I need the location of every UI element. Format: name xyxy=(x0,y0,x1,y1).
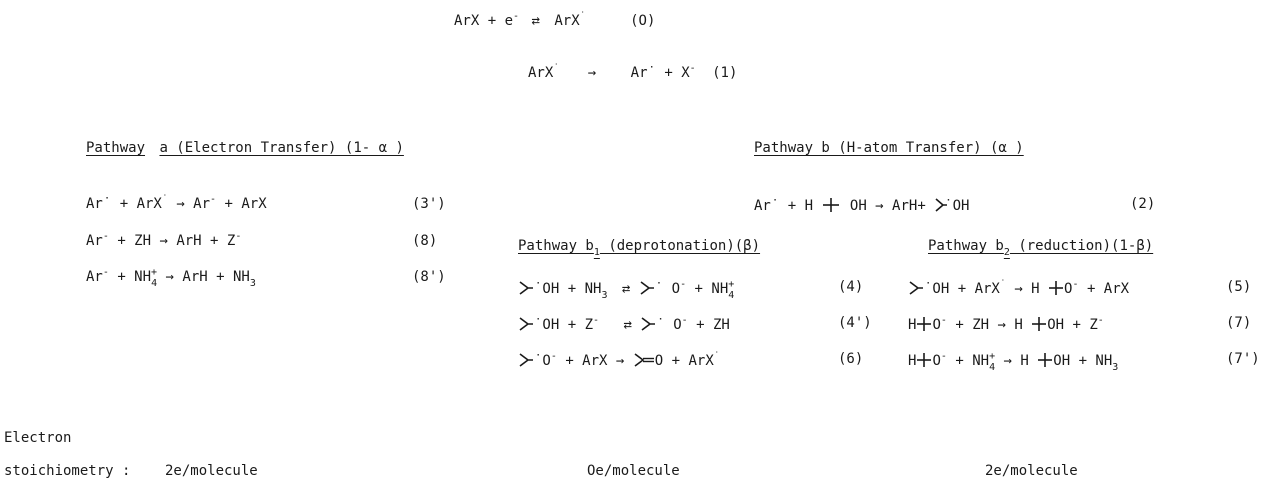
stoichiometry-label-line1: Electron xyxy=(4,430,72,446)
stoichiometry-pathway-a: 2e/molecule xyxy=(165,463,258,479)
stoichiometry-label-line2: stoichiometry : xyxy=(4,463,131,479)
equation-number: (8') xyxy=(412,269,446,285)
equation-number: (3') xyxy=(412,196,446,212)
pathway-b-heading: Pathway b (H-atom Transfer) (α ) xyxy=(754,140,1024,156)
equation-3-prime: Ar˙ + ArX˙ → Ar- + ArX (3') xyxy=(86,193,446,212)
equation-number: (4') xyxy=(838,315,872,331)
equation-number: (5) xyxy=(1226,279,1252,295)
pathway-b1-heading: Pathway b1 (deprotonation)(β) xyxy=(518,238,761,258)
equation-number: (7') xyxy=(1226,351,1260,367)
equation-number: (O) xyxy=(630,13,656,29)
equation-6: ˙O- + ArX → O + ArX˙ (6) xyxy=(518,351,863,368)
equation-4: ˙OH + NH3 ⇄ ˙ O- + NH4+ (4) xyxy=(518,279,863,300)
equation-number: (8) xyxy=(412,233,438,249)
equation-0: ArX + e- ⇄ ArX˙ (O) xyxy=(454,10,656,29)
pathway-a-heading: Pathway a (Electron Transfer) (1- α ) xyxy=(86,140,404,156)
equation-2: Ar˙ + H OH → ArH+ ˙OH (2) xyxy=(754,196,1156,214)
equation-4-prime: ˙OH + Z- ⇄ ˙ O- + ZH (4') xyxy=(518,315,872,332)
equation-number: (7) xyxy=(1226,315,1252,331)
equation-8-prime: Ar- + NH+4 → ArH + NH3 (8') xyxy=(86,266,446,289)
equation-1: ArX˙ → Ar˙ + X- (1) xyxy=(528,62,738,81)
equation-number: (6) xyxy=(838,351,864,367)
stoichiometry-pathway-b1: Oe/molecule xyxy=(587,463,680,479)
pathway-b2-heading: Pathway b2 (reduction)(1-β) xyxy=(928,238,1154,258)
stoichiometry-pathway-b2: 2e/molecule xyxy=(985,463,1078,479)
equation-8: Ar- + ZH → ArH + Z- (8) xyxy=(86,230,438,249)
equation-5: ˙OH + ArX˙ → H O- + ArX (5) xyxy=(908,279,1251,296)
equation-number: (2) xyxy=(1130,196,1156,212)
equation-number: (1) xyxy=(712,65,738,81)
equation-number: (4) xyxy=(838,279,864,295)
